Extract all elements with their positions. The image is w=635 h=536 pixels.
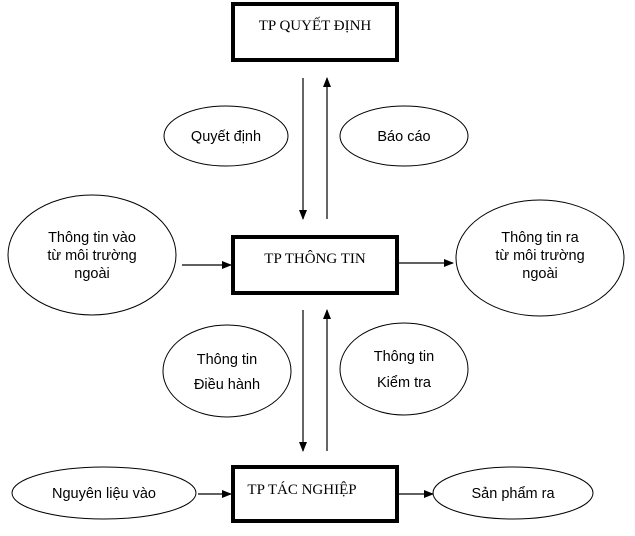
ellipse-control-info: Thông tin Điều hành: [162, 324, 292, 418]
box-information-label: TP THÔNG TIN: [264, 250, 366, 267]
ellipse-decision-label: Quyết định: [191, 129, 261, 145]
ellipse-check-info-line: Thông tin: [374, 349, 434, 365]
ellipse-info-in-line: Thông tin vào: [48, 230, 136, 246]
ellipse-info-in: Thông tin vào từ môi trường ngoài: [7, 194, 177, 316]
ellipse-report: Báo cáo: [339, 105, 469, 167]
ellipse-check-info-line: Kiểm tra: [377, 375, 432, 391]
ellipse-info-in-line: ngoài: [74, 266, 109, 282]
ellipse-material-in: Nguyên liệu vào: [11, 466, 197, 520]
box-decision-label: TP QUYẾT ĐỊNH: [259, 17, 372, 34]
ellipse-product-out: Sản phẩm ra: [432, 466, 594, 520]
ellipse-control-info-line: Thông tin: [197, 352, 257, 368]
ellipse-product-out-label: Sản phẩm ra: [471, 486, 555, 502]
ellipse-info-in-line: từ môi trường: [47, 248, 136, 264]
ellipse-check-info: Thông tin Kiểm tra: [339, 322, 469, 416]
box-operations-label: TP TÁC NGHIỆP: [247, 481, 356, 498]
ellipse-info-out-line: ngoài: [522, 266, 557, 282]
ellipse-info-out: Thông tin ra từ môi trường ngoài: [455, 199, 625, 317]
ellipse-control-info-line: Điều hành: [194, 377, 260, 393]
box-operations: TP TÁC NGHIỆP: [231, 465, 399, 523]
ellipse-report-label: Báo cáo: [377, 129, 430, 145]
ellipse-info-out-line: Thông tin ra: [501, 230, 579, 246]
ellipse-material-in-label: Nguyên liệu vào: [52, 486, 156, 502]
box-information: TP THÔNG TIN: [231, 235, 399, 295]
ellipse-decision: Quyết định: [163, 105, 289, 167]
box-decision: TP QUYẾT ĐỊNH: [231, 2, 399, 62]
ellipse-info-out-line: từ môi trường: [495, 248, 584, 264]
